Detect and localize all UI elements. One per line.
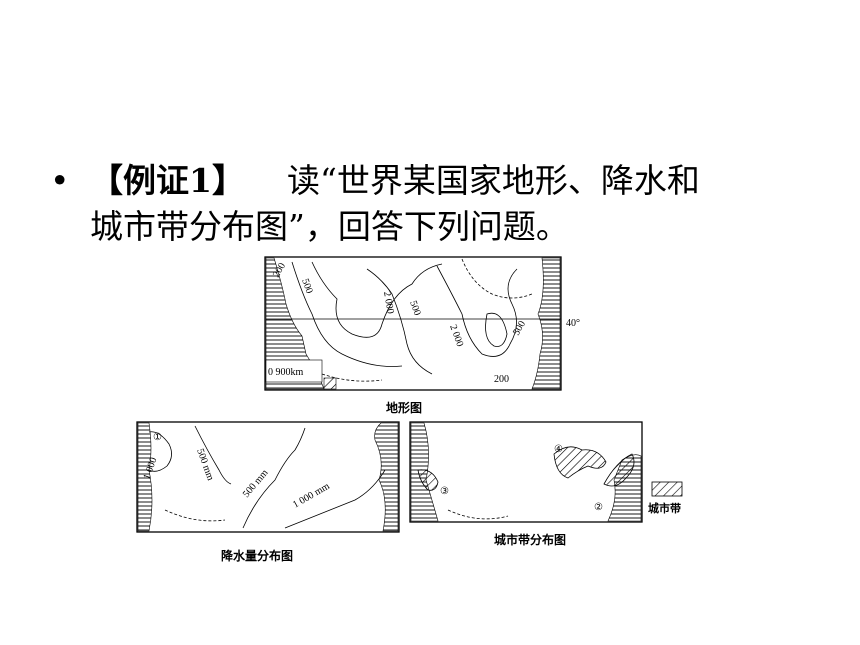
rain-label: 1 000 mm xyxy=(291,481,332,511)
contour-label: 200 xyxy=(494,374,509,385)
rain-label: 500 mm xyxy=(194,447,216,482)
terrain-map: 40° 0 900km 200 500 2 000 500 2 000 500 … xyxy=(264,256,580,415)
contour-label: 500 xyxy=(511,319,528,337)
question-line1-text: 读“世界某国家地形、降水和 xyxy=(286,161,700,200)
bullet-icon: • xyxy=(50,161,70,200)
contour-label: 2 000 xyxy=(447,323,465,348)
city-marker: ④ xyxy=(554,444,563,455)
city-caption: 城市带分布图 xyxy=(494,532,566,547)
rain-label: 500 mm xyxy=(241,467,271,500)
city-belt-map: ② ③ ④ 城市带 城市带分布图 xyxy=(409,421,683,547)
contour-label: 2 000 xyxy=(381,291,396,315)
latitude-label: 40° xyxy=(566,318,580,329)
scale-label: 0 900km xyxy=(268,367,304,378)
city-marker: ③ xyxy=(440,486,449,497)
question-line-1: 【例证1】 读“世界某国家地形、降水和 xyxy=(90,158,830,204)
rain-marker: ① xyxy=(153,432,162,443)
example-label: 【例证1】 xyxy=(90,161,245,200)
legend-swatch xyxy=(651,481,683,497)
contour-label: 500 xyxy=(299,277,314,295)
legend-label: 城市带 xyxy=(648,501,681,515)
contour-label: 500 xyxy=(407,299,422,317)
rainfall-map: ① 1 000 500 mm 500 mm 1 000 mm 降水量分布图 xyxy=(136,421,400,563)
terrain-caption: 地形图 xyxy=(386,400,422,415)
city-marker: ② xyxy=(594,502,603,513)
rainfall-caption: 降水量分布图 xyxy=(221,548,293,563)
question-line-2: 城市带分布图”，回答下列问题。 xyxy=(90,207,569,246)
